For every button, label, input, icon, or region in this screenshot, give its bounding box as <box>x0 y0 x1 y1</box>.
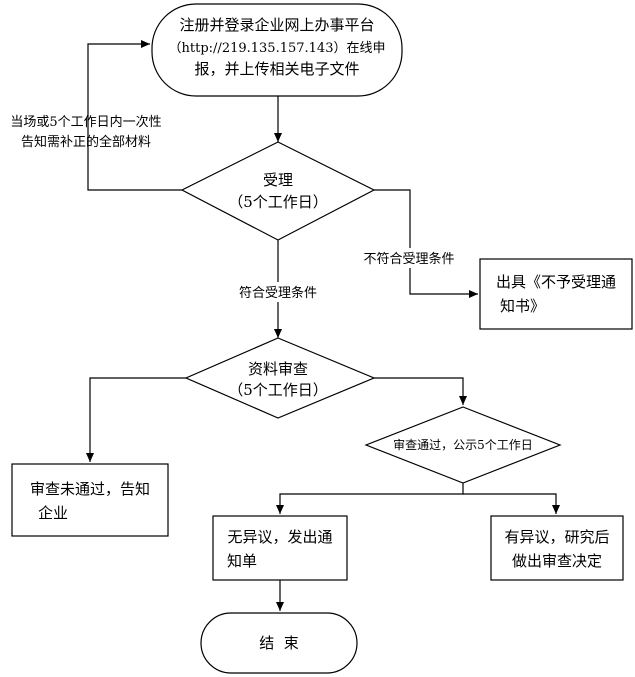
reject-notice-line2: 知书》 <box>500 297 545 315</box>
connectors <box>86 40 560 611</box>
no-objection-line1: 无异议，发出通 <box>227 528 332 546</box>
arrow-accept-to-reject <box>374 189 478 298</box>
reject-notice-line1: 出具《不予受理通 <box>496 273 616 291</box>
loop-back-label: 当场或5个工作日内一次性 告知需补正的全部材料 <box>10 114 161 150</box>
start-node: 注册并登录企业网上办事平台 （http://219.135.157.143）在线… <box>151 3 403 97</box>
publicity-decision-text: 审查通过，公示5个工作日 <box>393 437 533 452</box>
accept-decision-line1: 受理 <box>263 171 293 189</box>
accept-decision: 受理 （5个工作日） <box>180 141 376 241</box>
start-node-line1: 注册并登录企业网上办事平台 <box>179 16 374 34</box>
loop-back-line <box>87 40 182 191</box>
start-node-line2: （http://219.135.157.143）在线申 <box>169 41 386 56</box>
accept-decision-line2: （5个工作日） <box>228 193 328 211</box>
reject-notice-box: 出具《不予受理通 知书》 <box>479 258 633 330</box>
loop-back-label-line1: 当场或5个工作日内一次性 <box>10 114 161 130</box>
qualified-label-bg <box>228 282 328 302</box>
review-decision-line2: （5个工作日） <box>228 381 328 399</box>
start-node-line3: 报，并上传相关电子文件 <box>194 60 359 78</box>
not-qualified-label-bg <box>352 248 466 268</box>
review-failed-line2: 企业 <box>38 504 68 522</box>
arrow-publicity-to-no-objection <box>276 483 464 514</box>
arrow-review-to-publicity <box>374 377 467 405</box>
not-qualified-label: 不符合受理条件 <box>363 251 454 267</box>
end-node: 结 束 <box>200 612 358 674</box>
review-decision: 资料审查 （5个工作日） <box>184 337 376 419</box>
review-failed-line1: 审查未通过，告知 <box>30 480 150 498</box>
objection-line1: 有异议，研究后 <box>504 528 609 546</box>
arrow-review-to-failed <box>86 377 186 462</box>
objection-line2: 做出审查决定 <box>512 552 602 570</box>
no-objection-box: 无异议，发出通 知单 <box>212 515 348 581</box>
publicity-decision: 审查通过，公示5个工作日 <box>364 406 562 484</box>
end-node-label: 结 束 <box>259 634 299 652</box>
review-failed-box: 审查未通过，告知 企业 <box>11 463 169 537</box>
loop-back-label-line2: 告知需补正的全部材料 <box>21 134 151 150</box>
objection-box: 有异议，研究后 做出审查决定 <box>490 515 624 581</box>
no-objection-line2: 知单 <box>227 552 257 570</box>
review-decision-line1: 资料审查 <box>248 360 308 378</box>
arrow-publicity-to-objection <box>463 493 560 514</box>
qualified-label: 符合受理条件 <box>239 285 317 301</box>
